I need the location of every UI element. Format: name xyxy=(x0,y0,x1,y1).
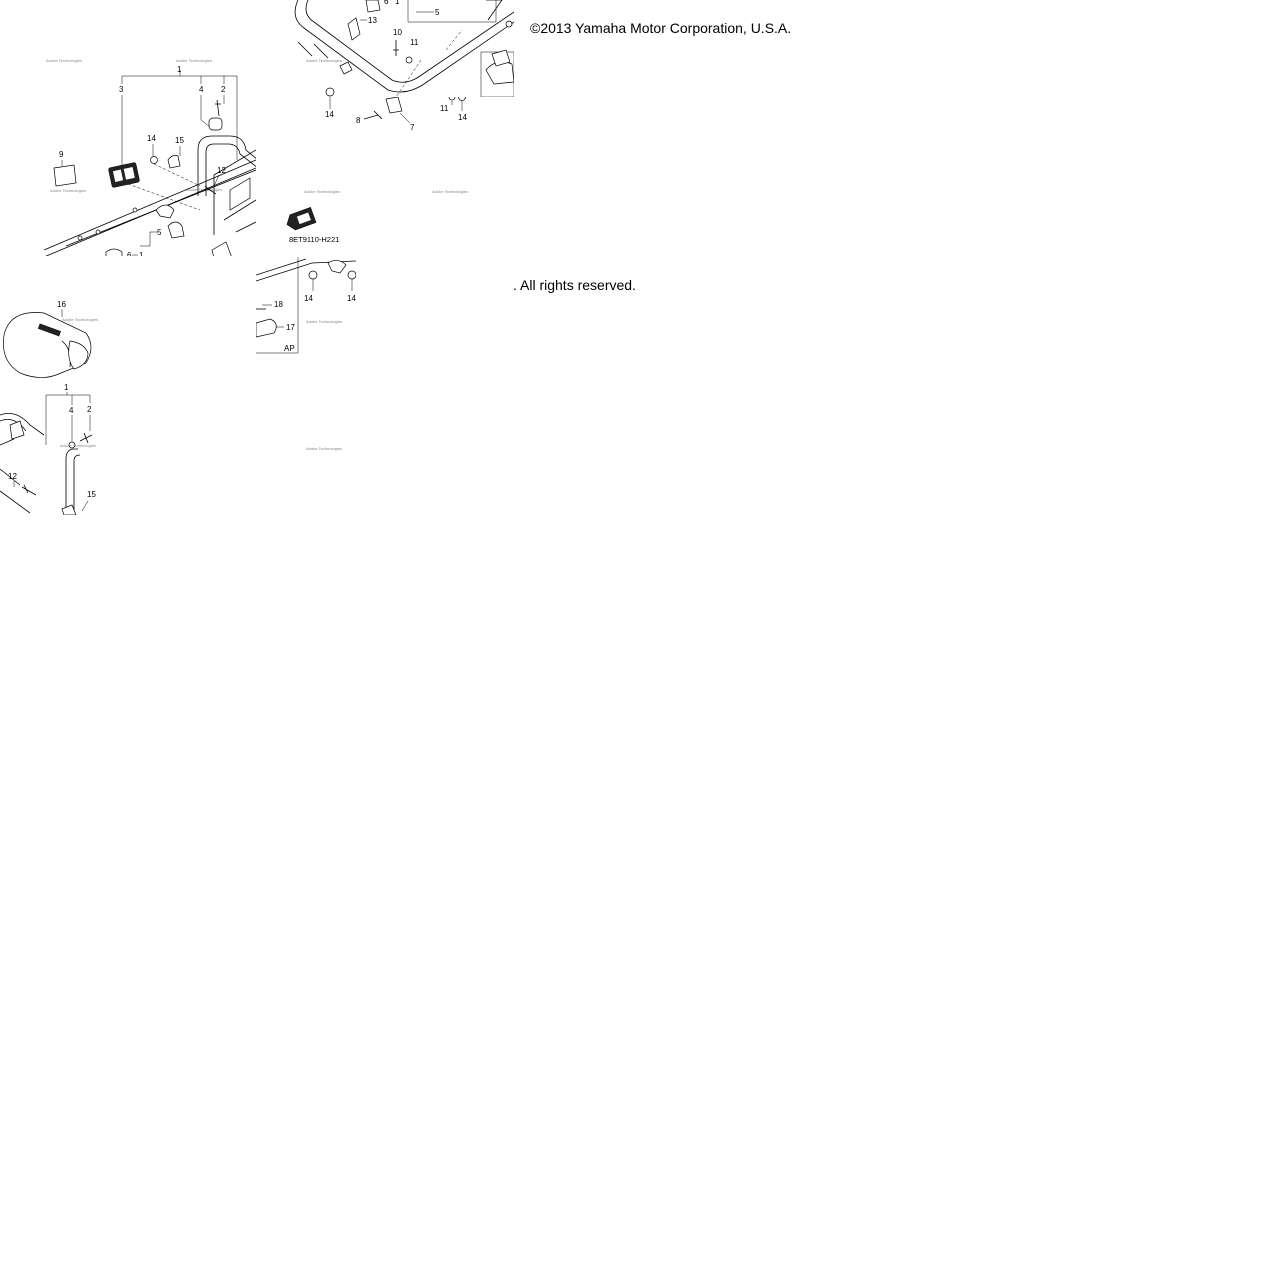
callout-12: 12 xyxy=(8,472,17,481)
callout-18: 18 xyxy=(274,300,283,309)
watermark: Adobe Technologies xyxy=(306,446,342,451)
callout-1: 1 xyxy=(177,65,182,74)
diagram-tile-frame-top: Adobe Technologies 6 1 13 5 10 11 xyxy=(256,0,514,97)
callout-1: 1 xyxy=(64,383,69,392)
callout-5: 5 xyxy=(157,228,162,237)
callout-4: 4 xyxy=(69,406,74,415)
callout-9: 9 xyxy=(59,150,64,159)
diagram-code: 8ET9110-H221 xyxy=(289,235,339,244)
callout-3: 3 xyxy=(119,85,124,94)
callout-2: 2 xyxy=(221,85,226,94)
diagram-tile-cover: 16 Adobe Technologies 1 4 2 Adobe Techno… xyxy=(0,295,100,515)
copyright-notice: ©2013 Yamaha Motor Corporation, U.S.A. xyxy=(530,20,792,36)
callout-13: 13 xyxy=(368,16,377,25)
callout-14: 14 xyxy=(347,294,356,303)
watermark: Adobe Technologies xyxy=(50,188,86,193)
diagram-tile-watermark: Adobe Technologies xyxy=(256,430,356,470)
diagram-tile-variant-ap: 14 14 18 17 Adobe Technologies AP xyxy=(256,257,356,355)
callout-16: 16 xyxy=(57,300,66,309)
callout-11: 11 xyxy=(410,38,419,47)
callout-14: 14 xyxy=(304,294,313,303)
callout-1: 1 xyxy=(395,0,400,6)
callout-10: 10 xyxy=(393,28,402,37)
callout-1b: 1 xyxy=(139,251,144,256)
diagram-tile-frame-top-lower: 14 8 7 11 14 xyxy=(256,97,514,147)
callout-11: 11 xyxy=(440,104,449,113)
callout-2: 2 xyxy=(87,405,92,414)
callout-14: 14 xyxy=(458,113,467,122)
diagram-tile-frame-left: Adobe Technologies Adobe Technologies Ad… xyxy=(0,0,256,256)
watermark: Adobe Technologies xyxy=(60,443,96,448)
callout-6: 6 xyxy=(127,251,132,256)
watermark: Adobe Technologies xyxy=(432,189,468,194)
watermark: Adobe Technologies xyxy=(176,58,212,63)
callout-17: 17 xyxy=(286,323,295,332)
fwd-arrow-icon xyxy=(286,207,317,231)
callout-4: 4 xyxy=(199,85,204,94)
callout-7: 7 xyxy=(410,123,415,132)
watermark: Adobe Technologies xyxy=(306,58,342,63)
callout-15: 15 xyxy=(175,136,184,145)
variant-label: AP xyxy=(284,344,295,353)
callout-5: 5 xyxy=(435,8,440,17)
watermark: Adobe Technologies xyxy=(306,319,342,324)
callout-14: 14 xyxy=(147,134,156,143)
callout-6: 6 xyxy=(384,0,389,6)
watermark: Adobe Technologies xyxy=(304,189,340,194)
watermark: Adobe Technologies xyxy=(46,58,82,63)
diagram-tile-legend: Adobe Technologies Adobe Technologies 8E… xyxy=(256,147,514,257)
watermark: Adobe Technologies xyxy=(62,317,98,322)
callout-14: 14 xyxy=(325,110,334,119)
callout-15: 15 xyxy=(87,490,96,499)
copyright-rights: . All rights reserved. xyxy=(513,277,636,293)
callout-8: 8 xyxy=(356,116,361,125)
